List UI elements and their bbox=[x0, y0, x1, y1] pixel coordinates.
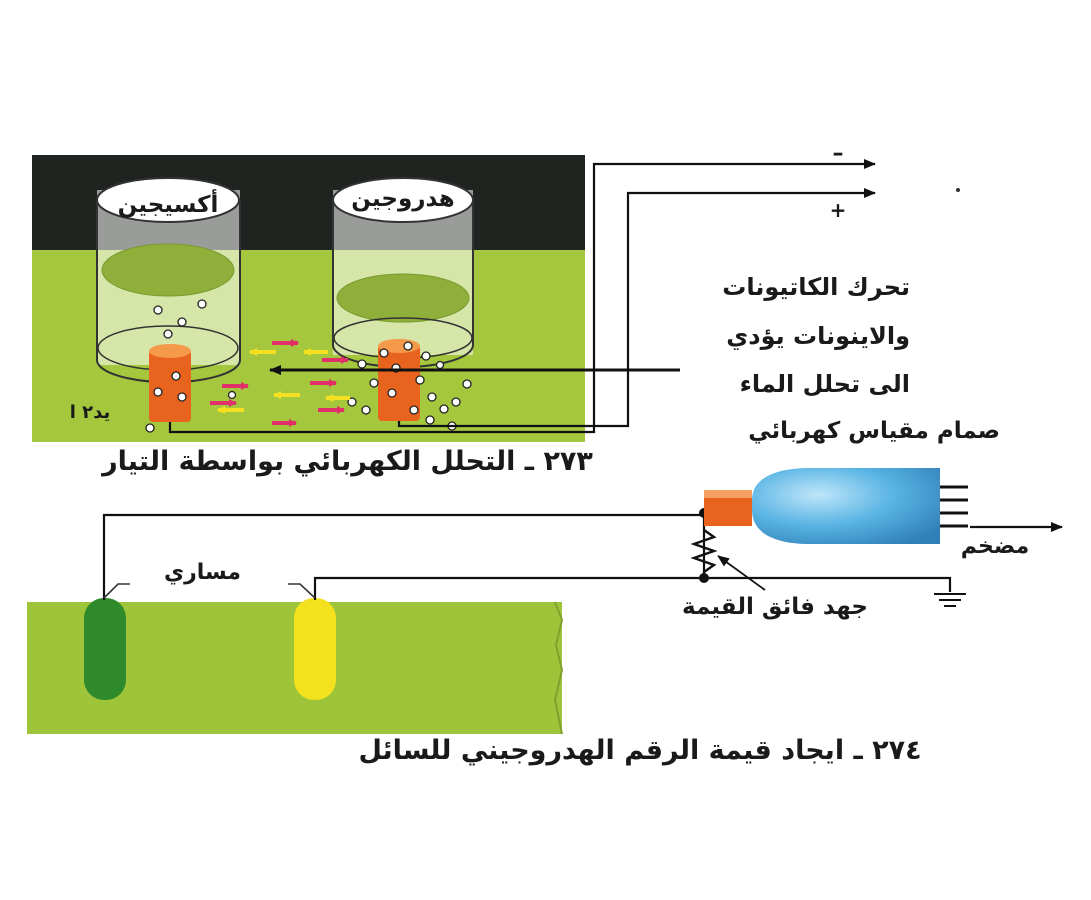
electrode-label-pointers bbox=[103, 583, 316, 599]
ground-symbol bbox=[934, 593, 966, 607]
hydrogen-cylinder bbox=[332, 177, 474, 368]
junction-dot-bottom bbox=[699, 573, 709, 583]
electrometer-valve-label: صمام مقياس كهربائي bbox=[748, 418, 1000, 444]
ion-movement-text-line-1: تحرك الكاتيونات bbox=[722, 273, 910, 301]
amplifier-label: مضخم bbox=[960, 534, 1030, 559]
ion-movement-text-line-2: والاينونات يؤدي bbox=[726, 322, 910, 350]
glass-electrode-probe bbox=[294, 598, 336, 700]
electrolysis-wires bbox=[168, 159, 876, 434]
dot-mark bbox=[956, 188, 960, 192]
hydrogen-gas-surface bbox=[336, 273, 470, 323]
figure-274-caption: ٢٧٤ ـ ايجاد قيمة الرقم الهدروجيني للسائل bbox=[358, 735, 922, 766]
gas-bubbles bbox=[145, 299, 472, 433]
reference-electrode-probe bbox=[84, 598, 126, 700]
minus-label: – bbox=[833, 141, 844, 166]
ion-movement-text-line-3: الى تحلل الماء bbox=[739, 370, 910, 398]
high-resistance-label: جهد فائق القيمة bbox=[682, 594, 868, 620]
formula-label: يد٢ ا bbox=[70, 402, 111, 423]
ion-arrows bbox=[210, 339, 350, 427]
oxygen-label: أكسيجين bbox=[118, 188, 219, 218]
electrodes-label: مساري bbox=[163, 560, 242, 585]
figure-273-caption: ٢٧٣ ـ التحلل الكهربائي بواسطة التيار bbox=[102, 446, 593, 477]
hydrogen-label: هدروجين bbox=[351, 186, 454, 212]
plus-label: + bbox=[830, 198, 847, 222]
electrometer-valve bbox=[704, 468, 968, 544]
resistor-zigzag bbox=[690, 529, 718, 573]
oxygen-gas-surface bbox=[101, 243, 235, 297]
anode-electrode bbox=[149, 344, 191, 422]
ph-circuit-wires bbox=[102, 513, 1063, 600]
